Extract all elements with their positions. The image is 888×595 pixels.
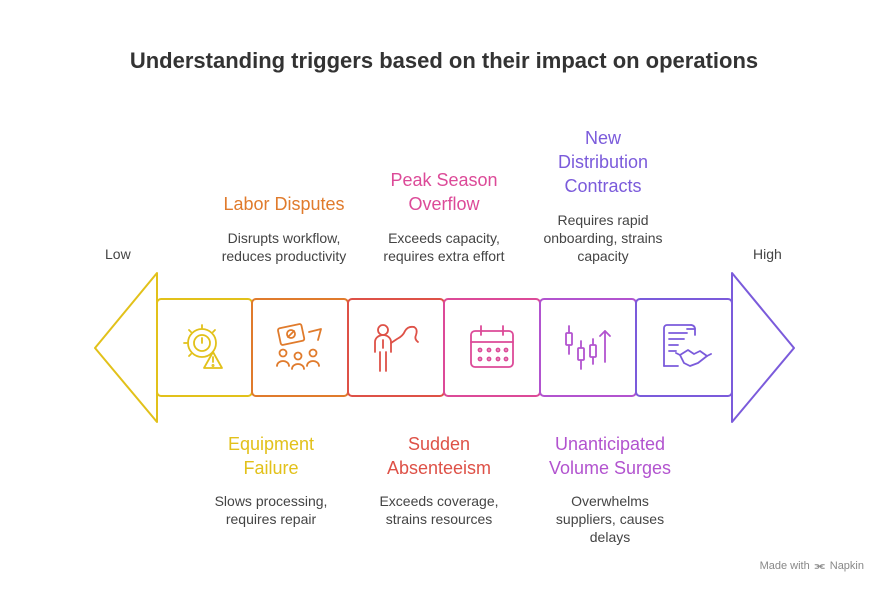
napkin-brand-text: Napkin xyxy=(829,560,864,572)
axis-label-low: Low xyxy=(105,246,131,262)
axis-label-high: High xyxy=(753,246,782,262)
segment-box-volume-surges xyxy=(539,298,637,397)
protest-sign-icon xyxy=(276,323,322,370)
candlestick-chart-icon xyxy=(565,325,611,370)
heading-labor-disputes: Labor Disputes xyxy=(223,194,345,214)
made-with-text: Made with xyxy=(759,560,810,572)
calendar-icon xyxy=(470,325,514,368)
made-with-napkin-footer: Made with ⫘ Napkin xyxy=(760,560,864,573)
napkin-logo-icon: ⫘ xyxy=(814,560,825,572)
desc-labor-disputes: Disrupts workflow, reduces productivity xyxy=(221,230,347,264)
desc-equipment-failure: Slows processing, requires repair xyxy=(214,493,328,527)
desc-new-distribution-contracts: Requires rapid onboarding, strains capac… xyxy=(543,212,663,264)
heading-unanticipated-volume-surges: Unanticipated Volume Surges xyxy=(548,434,672,478)
heading-equipment-failure: Equipment Failure xyxy=(227,434,315,478)
contract-handshake-icon xyxy=(663,324,712,367)
low-arrowhead xyxy=(94,272,158,423)
heading-new-distribution-contracts: New Distribution Contracts xyxy=(557,128,649,196)
heading-peak-season-overflow: Peak Season Overflow xyxy=(390,170,498,214)
high-arrowhead xyxy=(731,272,795,423)
segment-box-sudden-absenteeism xyxy=(347,298,445,397)
segment-box-labor-disputes xyxy=(251,298,349,397)
segment-box-peak-season-overflow xyxy=(443,298,541,397)
page-title: Understanding triggers based on their im… xyxy=(129,48,759,73)
heading-sudden-absenteeism: Sudden Absenteeism xyxy=(386,434,492,478)
desc-sudden-absenteeism: Exceeds coverage, strains resources xyxy=(379,493,499,527)
person-leaving-icon xyxy=(374,324,419,372)
desc-peak-season-overflow: Exceeds capacity, requires extra effort xyxy=(383,230,505,264)
segment-box-equipment-failure xyxy=(156,298,253,397)
gear-warning-icon xyxy=(183,324,223,369)
desc-unanticipated-volume-surges: Overwhelms suppliers, causes delays xyxy=(555,493,665,545)
segment-box-distribution-contracts xyxy=(635,298,733,397)
